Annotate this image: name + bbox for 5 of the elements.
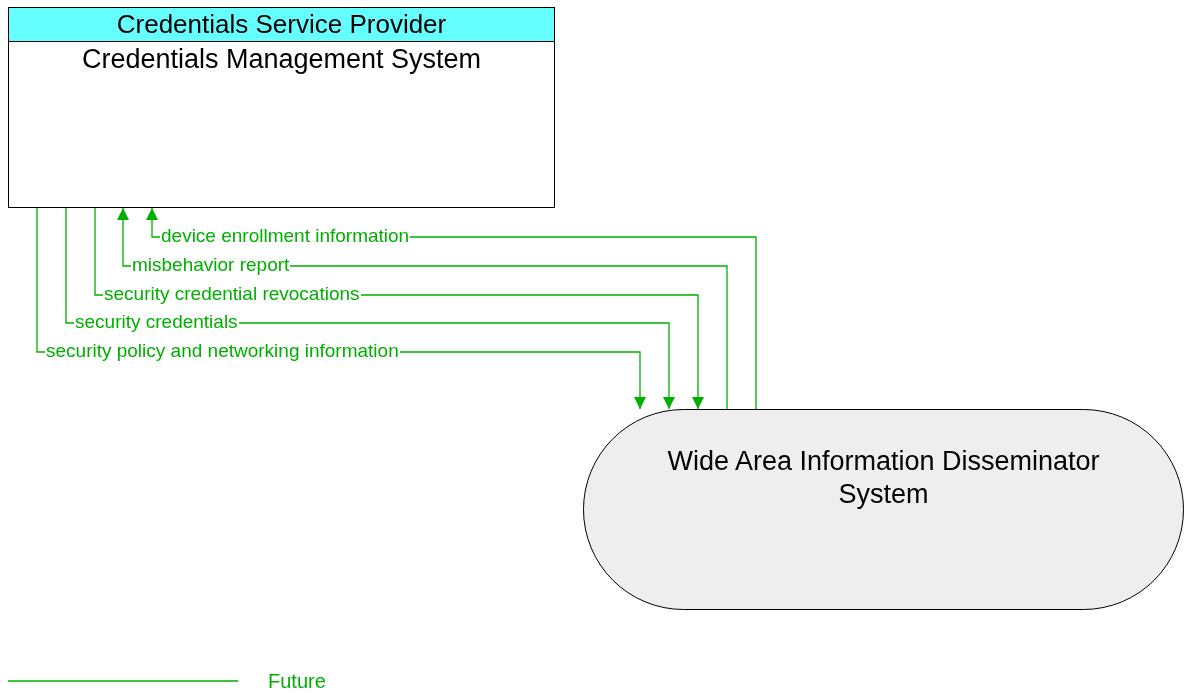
- system-terminal: [583, 409, 1184, 610]
- system-box: [8, 7, 555, 208]
- system-name: Credentials Management System: [80, 44, 483, 75]
- system-name: Wide Area Information Disseminator System: [666, 445, 1101, 511]
- entity-header: Credentials Service Provider: [9, 8, 554, 42]
